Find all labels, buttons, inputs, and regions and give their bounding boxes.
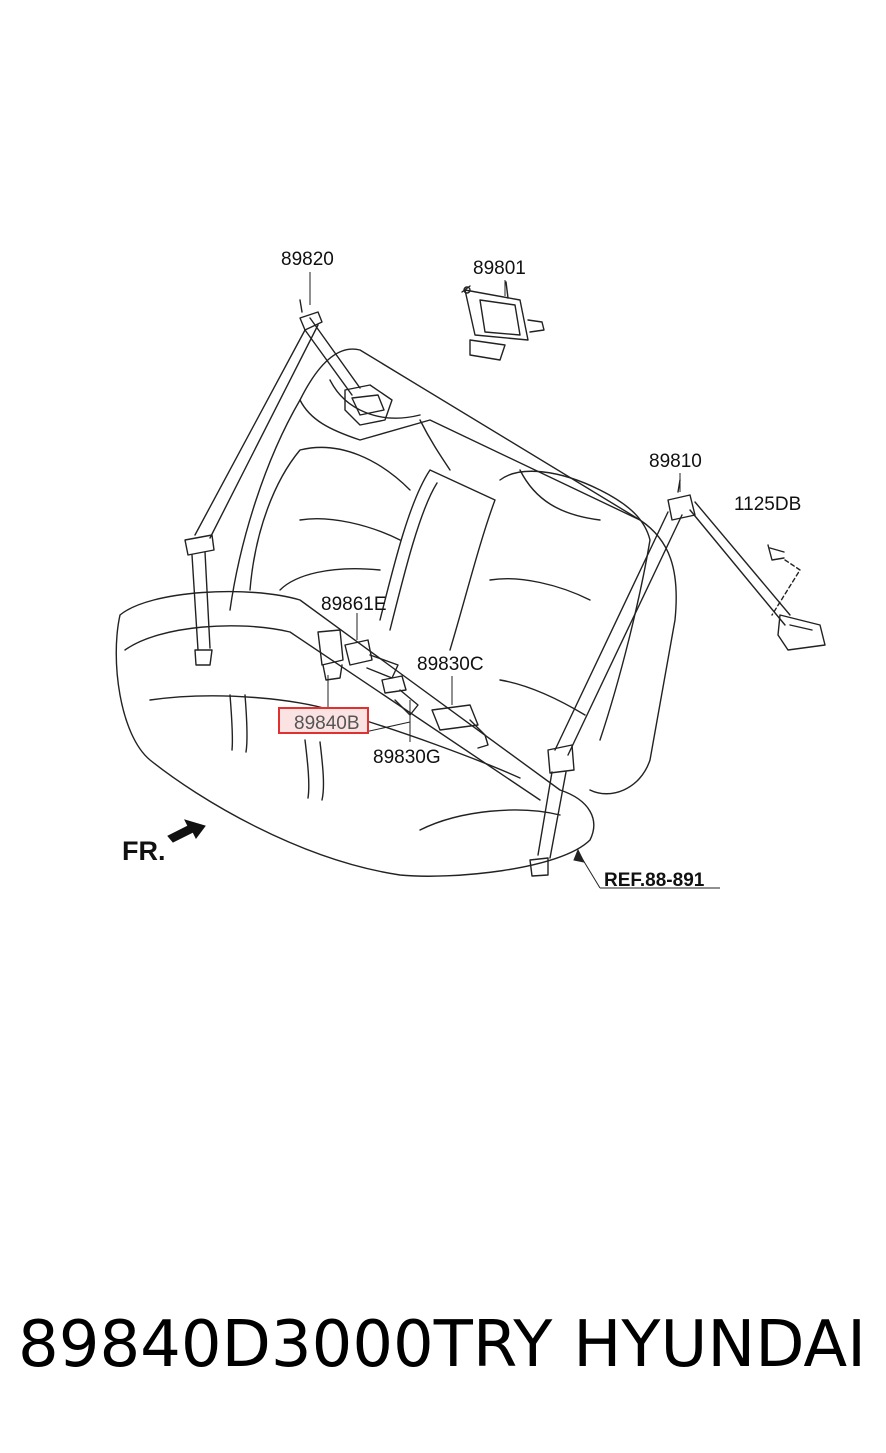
footer: 89840D3000TRY HYUNDAI: [0, 1300, 886, 1410]
callout-89840B[interactable]: 89840B: [294, 713, 360, 734]
center-buckles-drawing: [317, 629, 489, 749]
left-seat-belt-drawing: [184, 299, 323, 666]
callout-89830C: 89830C: [417, 654, 484, 675]
ref-arrow-icon: [573, 848, 585, 863]
callout-89820: 89820: [281, 249, 334, 270]
front-direction-arrow-icon: [167, 819, 206, 843]
center-retractor-drawing: [304, 317, 393, 426]
brand-text: HYUNDAI: [573, 1308, 866, 1382]
callout-1125DB: 1125DB: [734, 494, 801, 515]
callout-89830G: 89830G: [373, 747, 441, 768]
right-seat-belt-drawing: [529, 479, 826, 877]
part-number-text: 89840D3000TRY: [18, 1308, 553, 1382]
callout-89861E: 89861E: [321, 594, 387, 615]
callout-89810: 89810: [649, 451, 702, 472]
reference-label: REF.88-891: [604, 870, 705, 891]
seat-back-drawing: [229, 348, 677, 795]
callout-highlight-box: [278, 707, 369, 734]
seat-belt-exploded-diagram: 89820 89801 89810 1125DB 89861E 89830C 8…: [115, 249, 826, 891]
front-marker-label: FR.: [122, 836, 166, 866]
callout-89801: 89801: [473, 258, 526, 279]
retractor-89801-drawing: [461, 281, 545, 361]
leader-lines: [309, 272, 720, 889]
